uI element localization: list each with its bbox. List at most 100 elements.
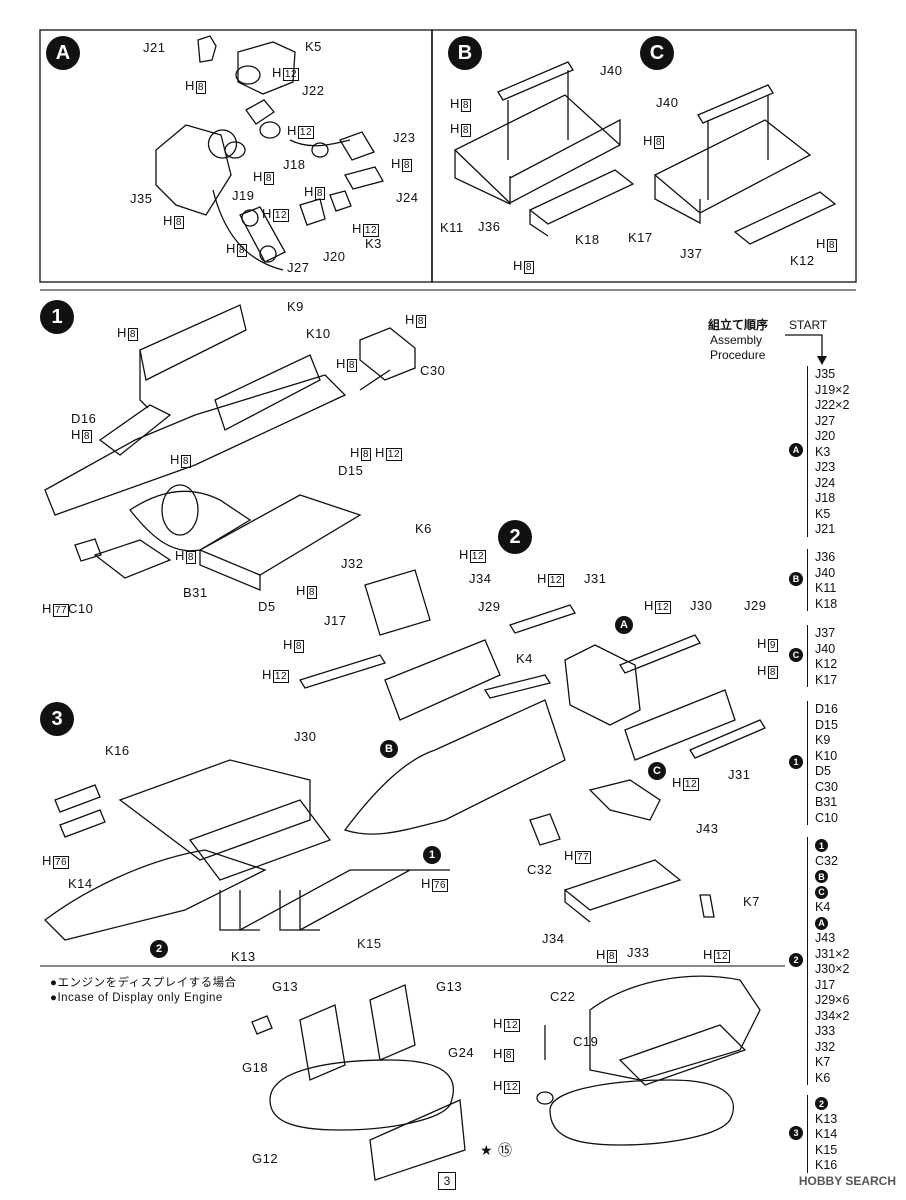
procedure-item: J31×2 [815,946,850,961]
watermark: HOBBY SEARCH [798,1174,896,1188]
part-label: J34 [469,571,492,586]
display-note-en: ●Incase of Display only Engine [50,992,223,1004]
part-label: C30 [420,363,446,378]
part-label: J22 [302,83,325,98]
part-label: C22 [550,989,576,1004]
procedure-item: D15 [815,717,838,732]
part-label: K11 [440,220,464,235]
sub-ref-marker: 2 [150,940,168,958]
part-label: J35 [130,191,153,206]
procedure-item: K9 [815,733,831,747]
part-label: J30 [294,729,317,744]
procedure-item: D5 [815,764,831,778]
part-label: G13 [436,979,463,994]
part-label: J23 [393,130,416,145]
procedure-item: D16 [815,702,838,716]
procedure-title-en: Procedure [710,348,766,362]
procedure-item: K17 [815,672,838,687]
step-1-badge: 1 [40,300,74,334]
procedure-item: K4 [815,900,831,914]
procedure-group-marker: A [789,443,803,458]
procedure-start: START [789,318,828,332]
procedure-item: K6 [815,1070,831,1085]
procedure-title-jp: 組立て順序 [708,318,769,332]
procedure-item: K3 [815,444,831,459]
procedure-item: J20 [815,429,836,443]
procedure-item: K13 [815,1111,838,1126]
procedure-item: C32 [815,853,838,868]
step-3-badge: 3 [40,702,74,736]
procedure-item: C30 [815,779,838,794]
procedure-item: C [815,885,828,899]
part-label: G13 [272,979,299,994]
part-label: J24 [396,190,419,205]
part-label: J36 [478,219,501,234]
procedure-item: J19×2 [815,382,850,397]
display-note-jp: ●エンジンをディスプレイする場合 [50,977,237,989]
procedure-item: B [815,870,828,883]
procedure-item: 2 [815,1097,828,1110]
part-label: D16 [71,411,97,426]
part-label: J34 [542,931,565,946]
start-arrow-icon [785,334,827,365]
sub-ref-marker: B [380,740,398,758]
part-label: K14 [68,876,93,891]
panel-B-parts [453,61,635,237]
paint-star-icon: ★ [480,1142,494,1158]
procedure-group-bracket [807,625,808,687]
part-label: J40 [656,95,679,110]
part-label: J31 [584,571,607,586]
procedure-item: K18 [815,596,838,611]
part-label: J31 [728,767,751,782]
part-label: K16 [105,743,130,758]
part-label: J18 [283,157,306,172]
procedure-item: J24 [815,475,836,490]
procedure-item: A [815,916,828,930]
step3-parts [44,759,450,941]
panel-BC-frame [431,29,857,283]
procedure-item: J33 [815,1024,836,1038]
procedure-title-en: Assembly [710,333,763,347]
procedure-group-bracket [807,837,808,1085]
procedure-group-marker: 2 [789,953,803,967]
paint-ref-number: ⑮ [498,1142,513,1158]
procedure-item: K5 [815,506,831,521]
part-label: K18 [575,232,600,247]
procedure-item: J43 [815,931,836,945]
procedure-item: J21 [815,522,836,536]
sub-ref-marker: A [615,616,633,634]
procedure-item: J37 [815,626,836,640]
part-label: K12 [790,253,815,268]
part-label: J40 [600,63,623,78]
part-label: J32 [341,556,364,571]
part-label: K6 [415,521,432,536]
